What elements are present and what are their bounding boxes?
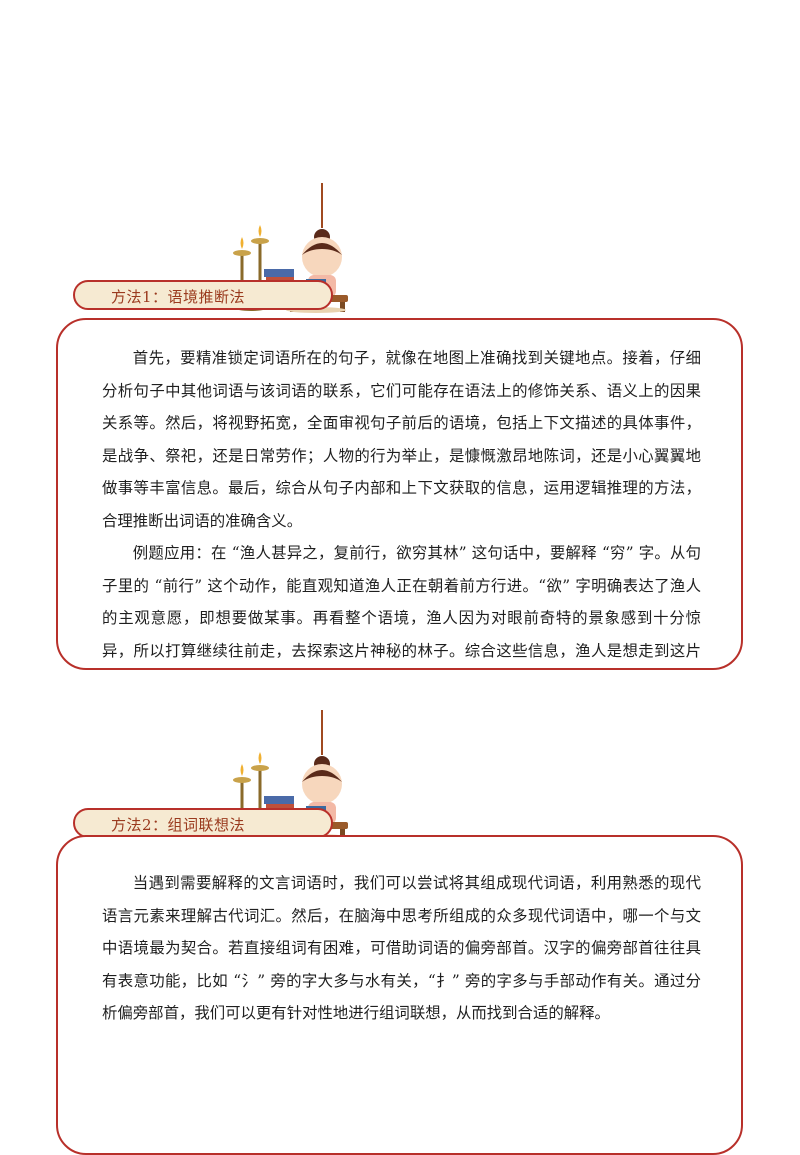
- method-1-content-box: 首先，要精准锁定词语所在的句子，就像在地图上准确找到关键地点。接着，仔细分析句子…: [56, 318, 743, 670]
- method-2-content-box: 当遇到需要解释的文言词语时，我们可以尝试将其组成现代词语，利用熟悉的现代语言元素…: [56, 835, 743, 1155]
- method-1-paragraph-2: 例题应用：在 “渔人甚异之，复前行，欲穷其林” 这句话中，要解释 “穷” 字。从…: [102, 544, 701, 660]
- method-2-label: 方法2：组词联想法: [111, 816, 246, 834]
- method-1-paragraph-1: 首先，要精准锁定词语所在的句子，就像在地图上准确找到关键地点。接着，仔细分析句子…: [102, 349, 701, 530]
- method-2-label-tab: 方法2：组词联想法: [73, 808, 333, 838]
- method-1-label-tab: 方法1：语境推断法: [73, 280, 333, 310]
- method-2-paragraph-1: 当遇到需要解释的文言词语时，我们可以尝试将其组成现代词语，利用熟悉的现代语言元素…: [102, 874, 701, 1022]
- method-1-label: 方法1：语境推断法: [111, 288, 246, 306]
